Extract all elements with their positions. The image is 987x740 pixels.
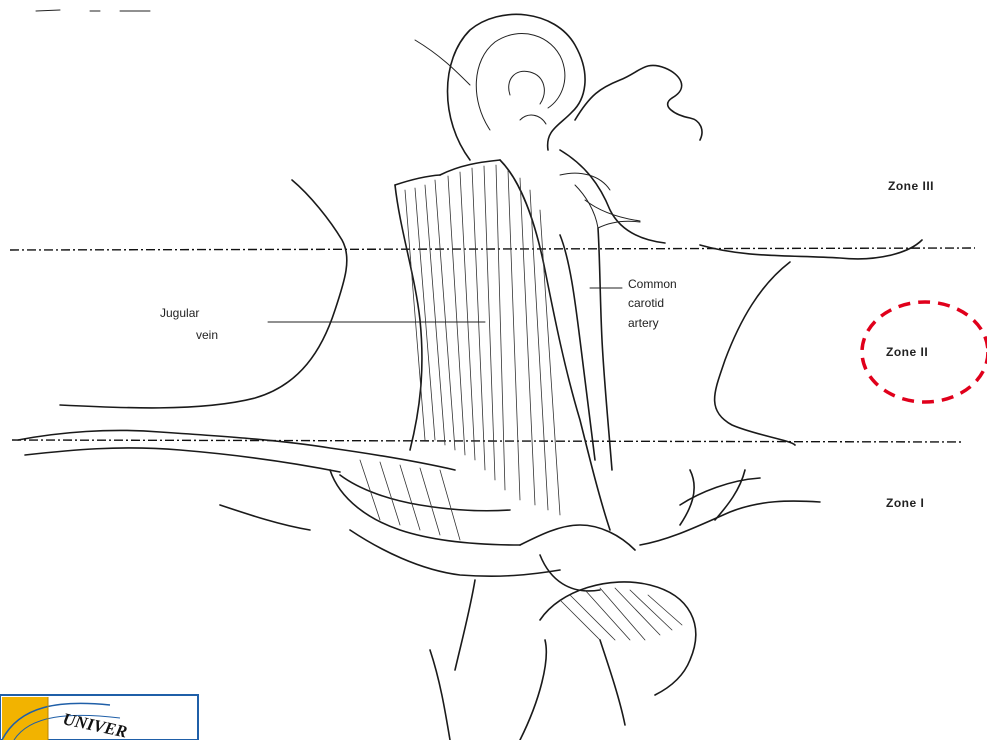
zone-ii-i-divider	[12, 440, 962, 442]
jugular-vein-label-line1: Jugular	[160, 306, 199, 320]
common-carotid-label-line2: carotid	[628, 296, 664, 310]
ear-outline	[448, 14, 586, 160]
zone-ii-label: Zone II	[886, 345, 928, 359]
posterior-neck-contour	[60, 180, 347, 408]
university-logo: UNIVER	[0, 695, 198, 740]
common-carotid-label-line1: Common	[628, 277, 677, 291]
sternocleidomastoid-muscle	[395, 160, 610, 530]
zone-iii-ii-divider	[10, 248, 975, 250]
top-left-smudge	[36, 10, 150, 11]
clavicle-and-thoracic-outlet	[18, 430, 820, 740]
zone-i-label: Zone I	[886, 496, 924, 510]
jugular-vein-label-line2: vein	[196, 328, 218, 342]
anterior-neck-contour	[700, 240, 922, 445]
zone-iii-label: Zone III	[888, 179, 934, 193]
common-carotid-label-line3: artery	[628, 316, 659, 330]
